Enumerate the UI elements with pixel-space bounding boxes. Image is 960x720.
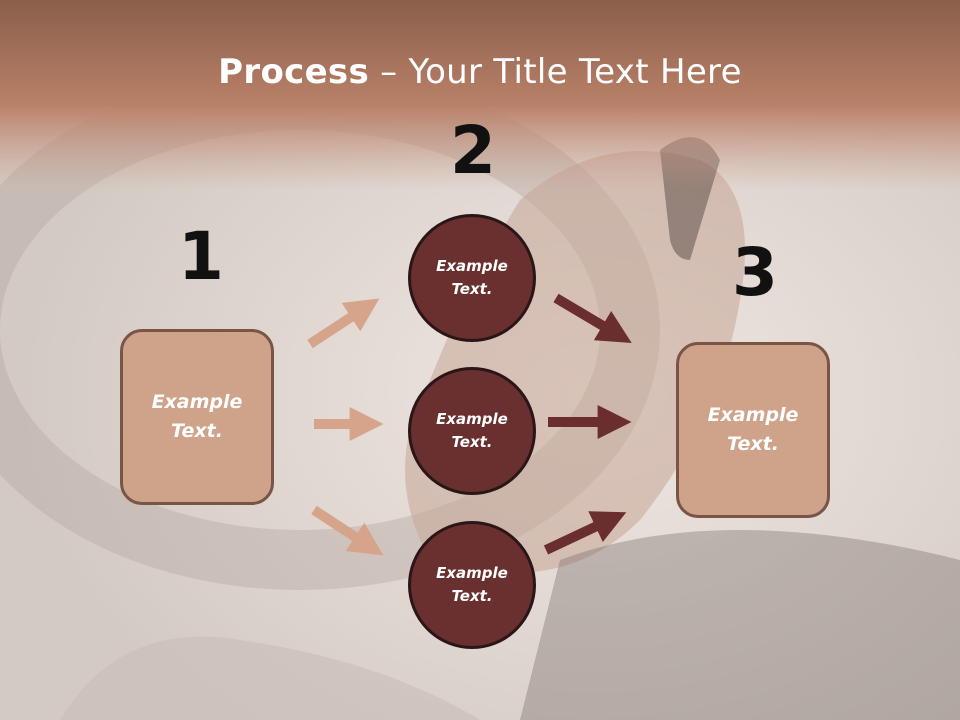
step-number-3: 3	[732, 234, 778, 311]
arrow-top-to-right	[553, 293, 632, 343]
step-3-box: Example Text.	[676, 342, 830, 518]
circle-top-text: Example Text.	[436, 257, 508, 298]
step-2-circle-top: Example Text.	[408, 214, 536, 342]
arrow-left-to-bottom	[311, 505, 384, 556]
title-rest: – Your Title Text Here	[369, 52, 742, 92]
arrow-left-to-top	[307, 298, 380, 349]
slide-title: Process – Your Title Text Here	[0, 52, 960, 92]
circle-middle-text: Example Text.	[436, 410, 508, 451]
title-bold: Process	[218, 52, 370, 92]
step-3-text: Example Text.	[707, 404, 799, 455]
step-number-1: 1	[178, 218, 224, 295]
step-2-circle-middle: Example Text.	[408, 367, 536, 495]
step-number-2: 2	[450, 112, 496, 189]
step-1-box: Example Text.	[120, 329, 274, 505]
step-1-text: Example Text.	[151, 391, 243, 442]
circle-bottom-text: Example Text.	[436, 564, 508, 605]
step-2-circle-bottom: Example Text.	[408, 521, 536, 649]
arrow-bottom-to-right	[543, 511, 627, 555]
